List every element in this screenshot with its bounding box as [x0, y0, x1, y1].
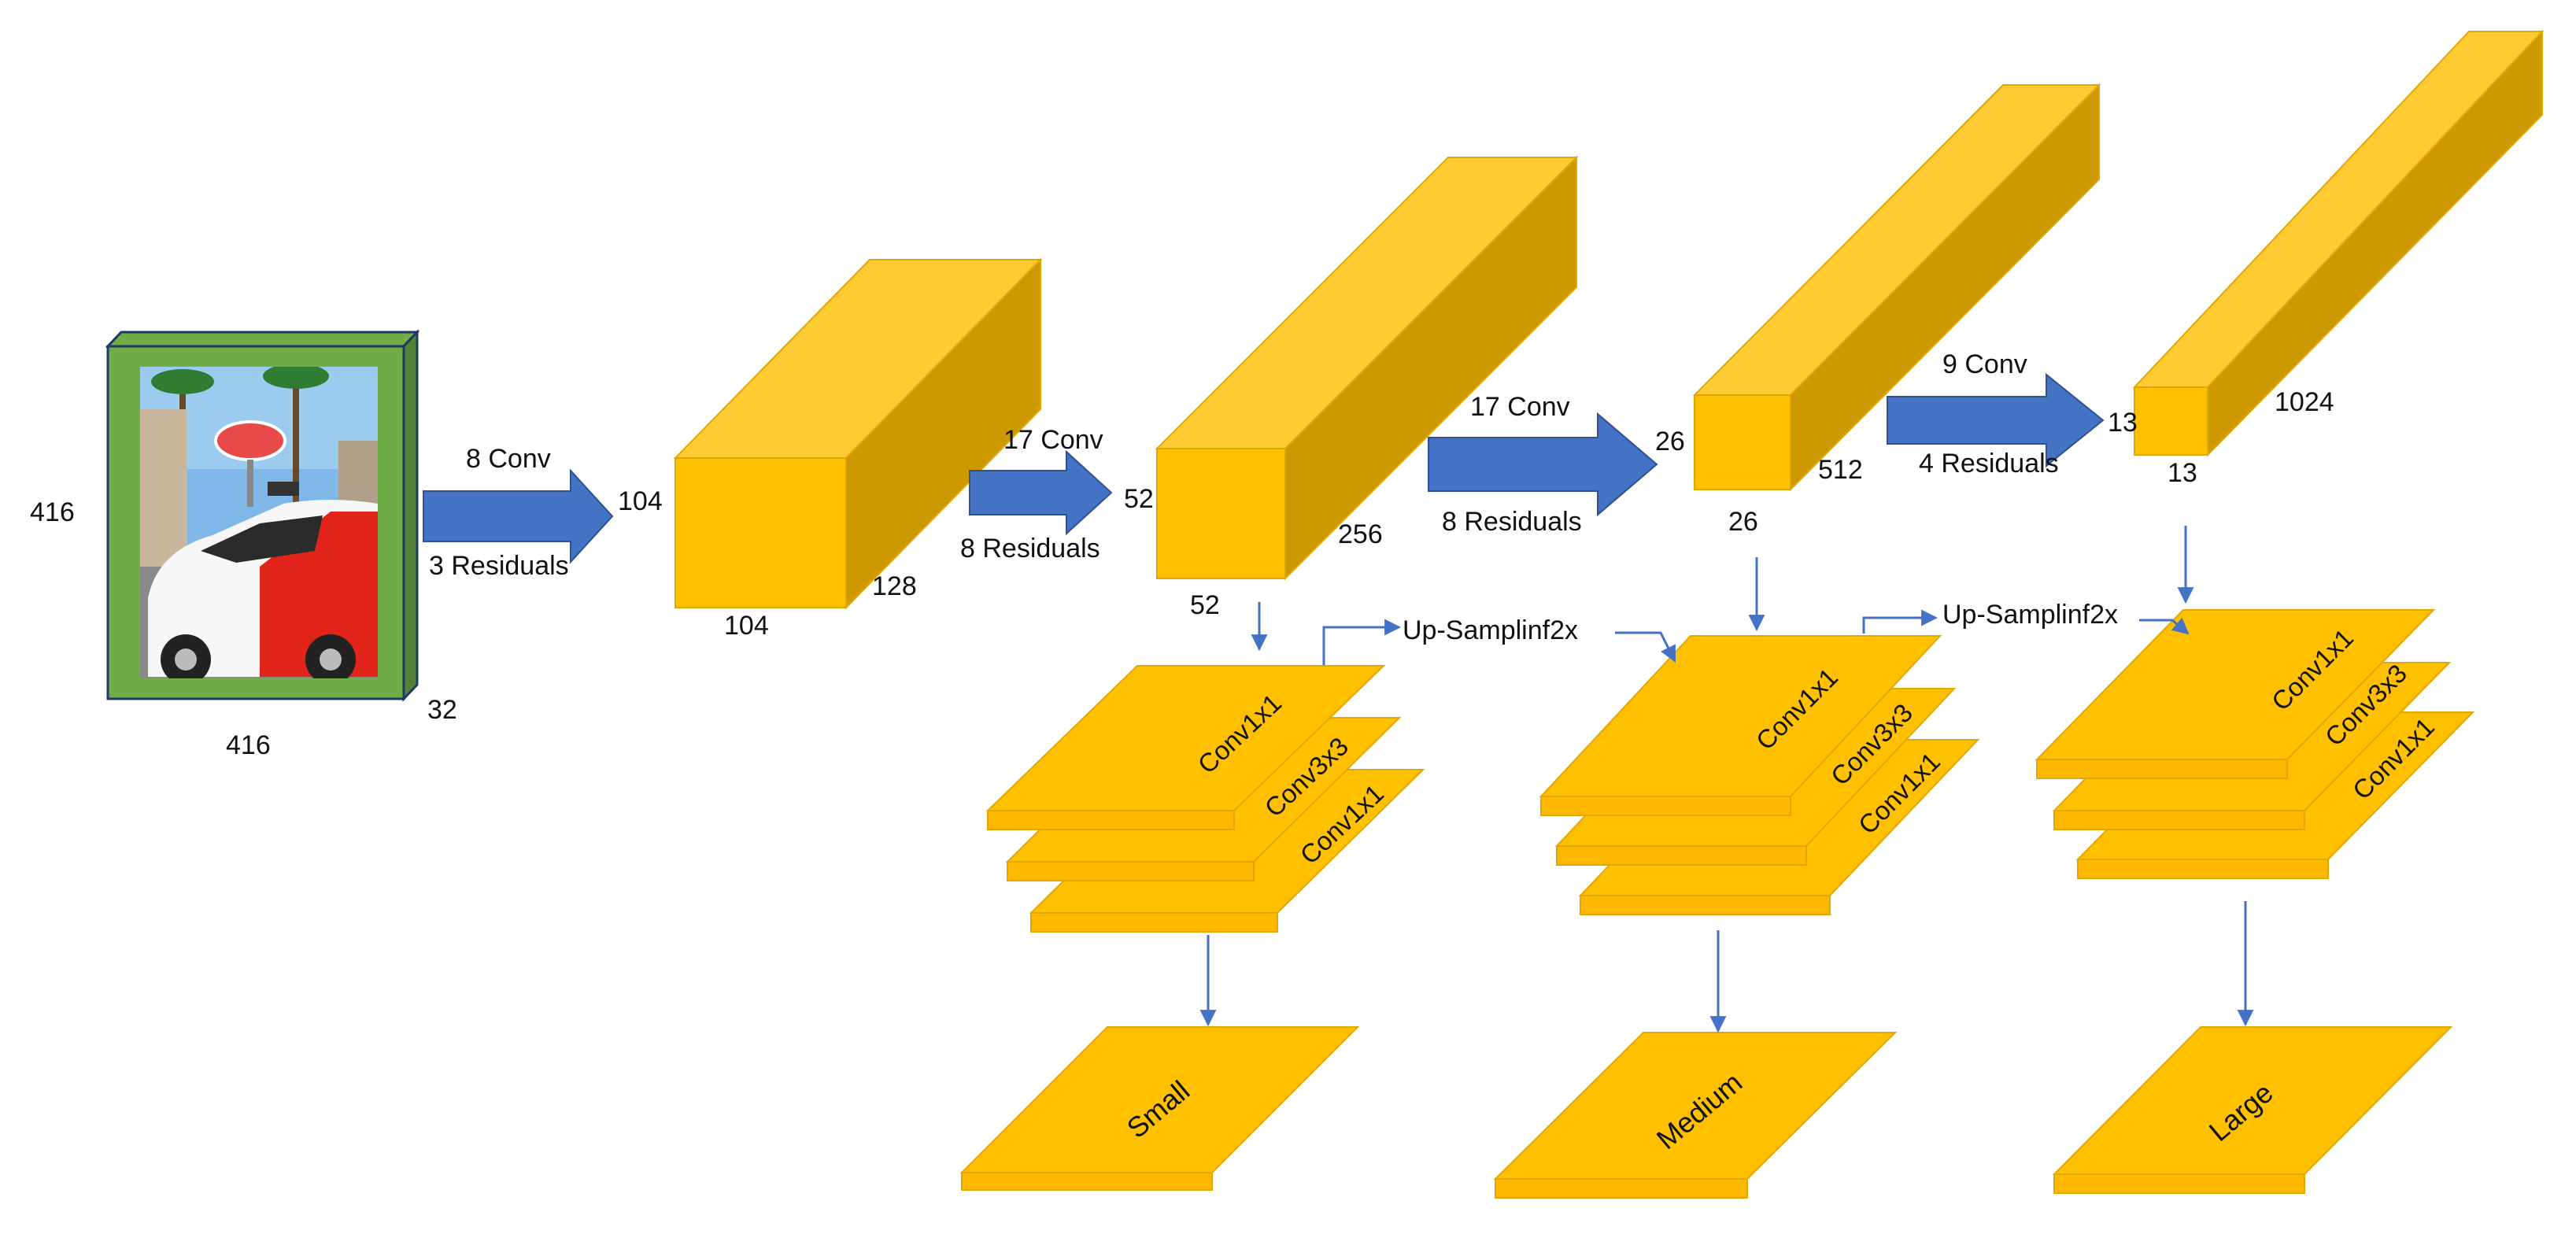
stage-4-bottom-label: 13: [2168, 458, 2197, 488]
block-arrow-4: [1887, 372, 2105, 468]
upsample-arrow-2-in: [1862, 609, 1938, 634]
head-2-plate-3-edge: [1580, 895, 1831, 915]
stage-4-depth-label: 1024: [2275, 387, 2334, 417]
block-arrow-1: [423, 468, 614, 564]
stage-3-front: [1694, 394, 1791, 490]
head-1-plate-1-edge: [987, 810, 1235, 830]
stage-4-front-label: 13: [2108, 408, 2138, 438]
stage-block-104: 104 104 128: [618, 257, 1043, 641]
head-small: Conv1x1 Conv3x3 Conv1x1 Small: [959, 665, 1425, 1191]
stage-3-front-label: 26: [1655, 427, 1685, 456]
transition-4-residuals-label: 4 Residuals: [1919, 449, 2059, 479]
stage-4-side: [2207, 29, 2543, 457]
block-arrow-2: [969, 449, 1113, 536]
transition-4-conv-label: 9 Conv: [1942, 349, 2027, 379]
transition-1-conv-label: 8 Conv: [466, 444, 551, 474]
transition-2-residuals-label: 8 Residuals: [960, 534, 1100, 563]
head-3-plate-2-edge: [2053, 810, 2305, 830]
stage-3-bottom-label: 26: [1728, 507, 1758, 537]
upsample-arrow-1-in: [1322, 619, 1402, 665]
connectors: [1199, 526, 2254, 1033]
transition-2-conv-label: 17 Conv: [1003, 425, 1103, 455]
head-2-plate-1-edge: [1540, 796, 1791, 816]
stage-1-bottom-label: 104: [724, 611, 769, 641]
head-1-output-plate-edge: [961, 1172, 1213, 1191]
stage-block-13: 13 13 1024: [2108, 29, 2545, 488]
transition-3-conv-label: 17 Conv: [1470, 392, 1570, 422]
stage-2-depth-label: 256: [1338, 519, 1383, 549]
input-frame-side: [402, 329, 419, 702]
stage-2-front-label: 52: [1124, 484, 1154, 514]
stage-1-depth-label: 128: [872, 571, 917, 601]
upsample-arrow-2-out: [2139, 617, 2190, 635]
head-3-plate-1-edge: [2036, 759, 2288, 779]
head-1-plate-3-edge: [1030, 912, 1278, 933]
stage-1-front: [674, 457, 847, 608]
stage-4-top: [2132, 31, 2545, 388]
input-frame-top: [105, 331, 420, 348]
transition-1-residuals-label: 3 Residuals: [429, 551, 569, 581]
transition-3-residuals-label: 8 Residuals: [1442, 507, 1582, 537]
head-1-plate-2-edge: [1007, 861, 1255, 881]
input-depth-label: 32: [427, 695, 457, 725]
input-image-block: 416 416 32: [30, 329, 457, 760]
head-3-plate-3-edge: [2077, 859, 2329, 879]
head-medium: Conv1x1 Conv3x3 Conv1x1 Medium: [1493, 635, 1980, 1199]
stage-2-bottom-label: 52: [1190, 590, 1220, 620]
upsample-arrow-1-out: [1615, 631, 1676, 663]
stage-3-depth-label: 512: [1818, 455, 1863, 485]
upsample-label-2: Up-Samplinf2x: [1942, 600, 2118, 630]
head-3-output-plate-edge: [2053, 1173, 2305, 1194]
transition-3: 17 Conv 8 Residuals: [1428, 392, 1658, 537]
upsample-label-1: Up-Samplinf2x: [1403, 615, 1578, 645]
transition-2: 17 Conv 8 Residuals: [960, 425, 1113, 563]
head-large: Conv1x1 Conv3x3 Conv1x1 Large: [2035, 609, 2475, 1194]
stage-block-52: 52 52 256: [1124, 155, 1579, 620]
head-2-plate-2-edge: [1556, 845, 1807, 866]
transition-1: 8 Conv 3 Residuals: [423, 444, 614, 581]
stage-2-front: [1156, 448, 1286, 579]
stage-1-front-label: 104: [618, 486, 663, 516]
head-2-output-plate-edge: [1495, 1178, 1748, 1199]
transition-4: 9 Conv 4 Residuals: [1887, 349, 2105, 479]
input-height-label: 416: [30, 497, 75, 527]
car-photo: [140, 367, 378, 678]
input-width-label: 416: [226, 730, 271, 760]
stage-block-26: 26 26 512: [1655, 83, 2101, 537]
block-arrow-3: [1428, 412, 1658, 517]
stage-4-front: [2134, 386, 2208, 456]
